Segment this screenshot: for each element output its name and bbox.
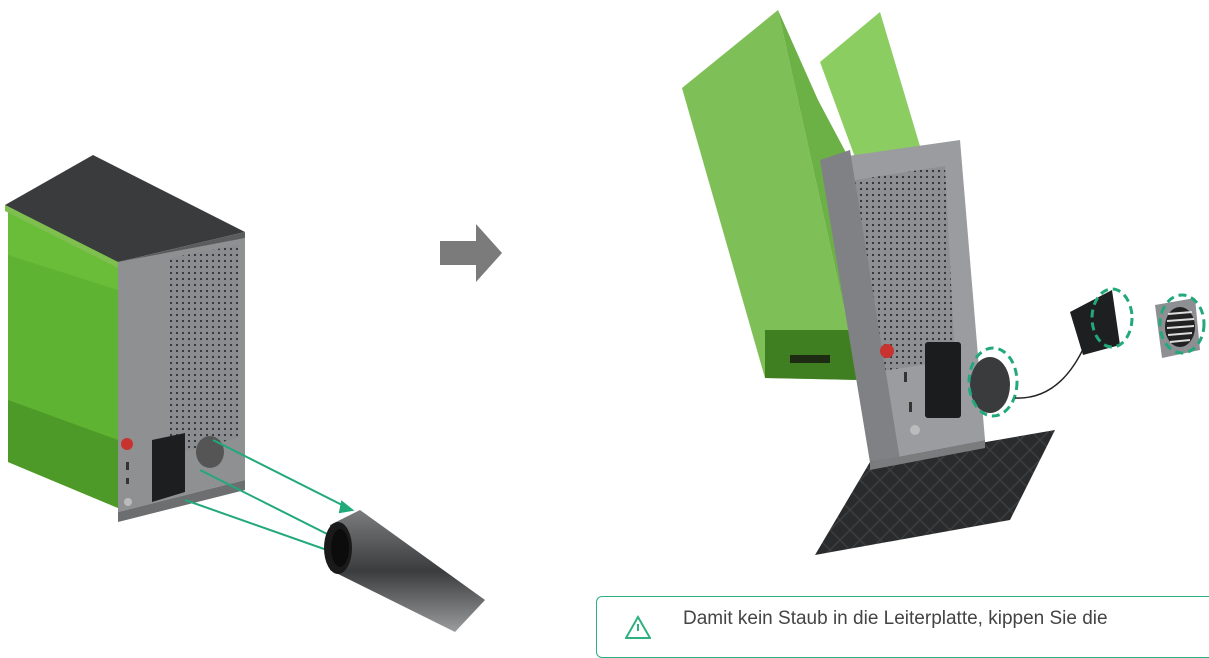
warning-callout: Damit kein Staub in die Leiterplatte, ki… xyxy=(596,596,1209,658)
green-shield-panels xyxy=(682,10,945,380)
fan-opening-highlight xyxy=(969,348,1017,416)
base-tray xyxy=(815,430,1055,555)
arrow-right-icon xyxy=(440,224,502,282)
enclosure-with-hose-illustration xyxy=(0,0,560,632)
metal-body xyxy=(820,140,985,462)
exhaust-hose xyxy=(324,510,485,632)
fan-grille xyxy=(1155,295,1204,358)
warning-triangle-icon xyxy=(625,615,651,639)
removed-fan xyxy=(1070,289,1132,355)
exhaust-fan-box xyxy=(152,433,185,502)
warning-text: Damit kein Staub in die Leiterplatte, ki… xyxy=(683,608,1108,630)
